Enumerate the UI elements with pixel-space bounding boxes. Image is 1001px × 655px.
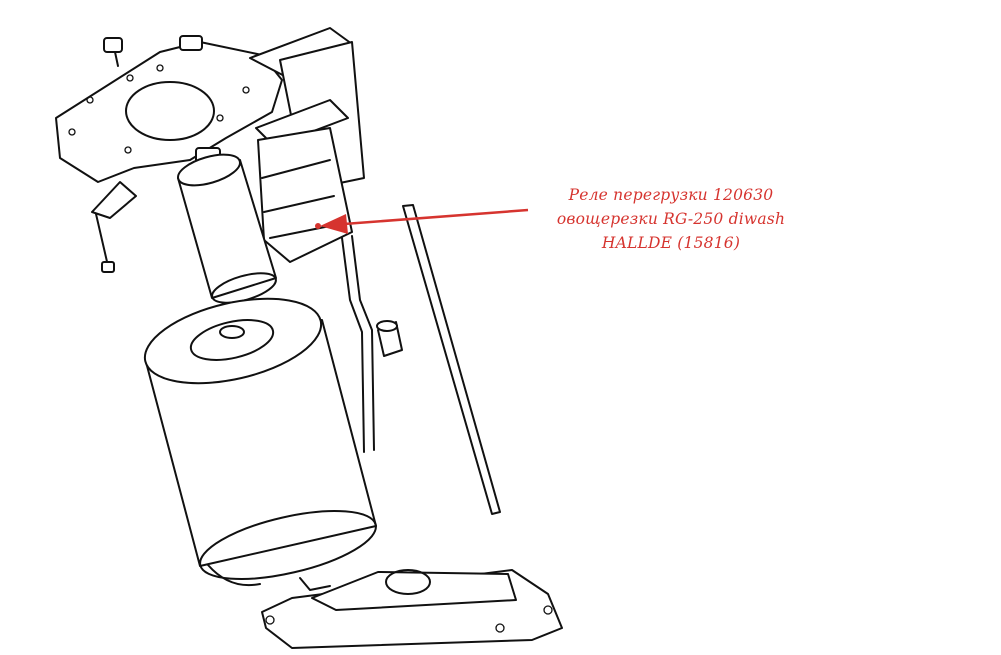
mounting-plate	[55, 35, 283, 183]
cable	[341, 235, 375, 453]
motor	[143, 297, 377, 591]
base-frame	[261, 569, 563, 649]
long-rod	[402, 204, 501, 515]
top-bolt	[103, 37, 123, 67]
pointer-arrow	[315, 208, 529, 234]
part-callout-label: Реле перегрузки 120630 овощерезки RG-250…	[536, 183, 806, 255]
callout-line-3: HALLDE (15816)	[601, 234, 741, 252]
upper-cylinder	[177, 153, 277, 304]
relay-assembly	[249, 27, 365, 263]
side-bracket	[91, 181, 137, 273]
callout-line-1: Реле перегрузки 120630	[568, 186, 774, 204]
callout-line-2: овощерезки RG-250 diwash	[556, 210, 786, 228]
spacer	[376, 320, 403, 357]
